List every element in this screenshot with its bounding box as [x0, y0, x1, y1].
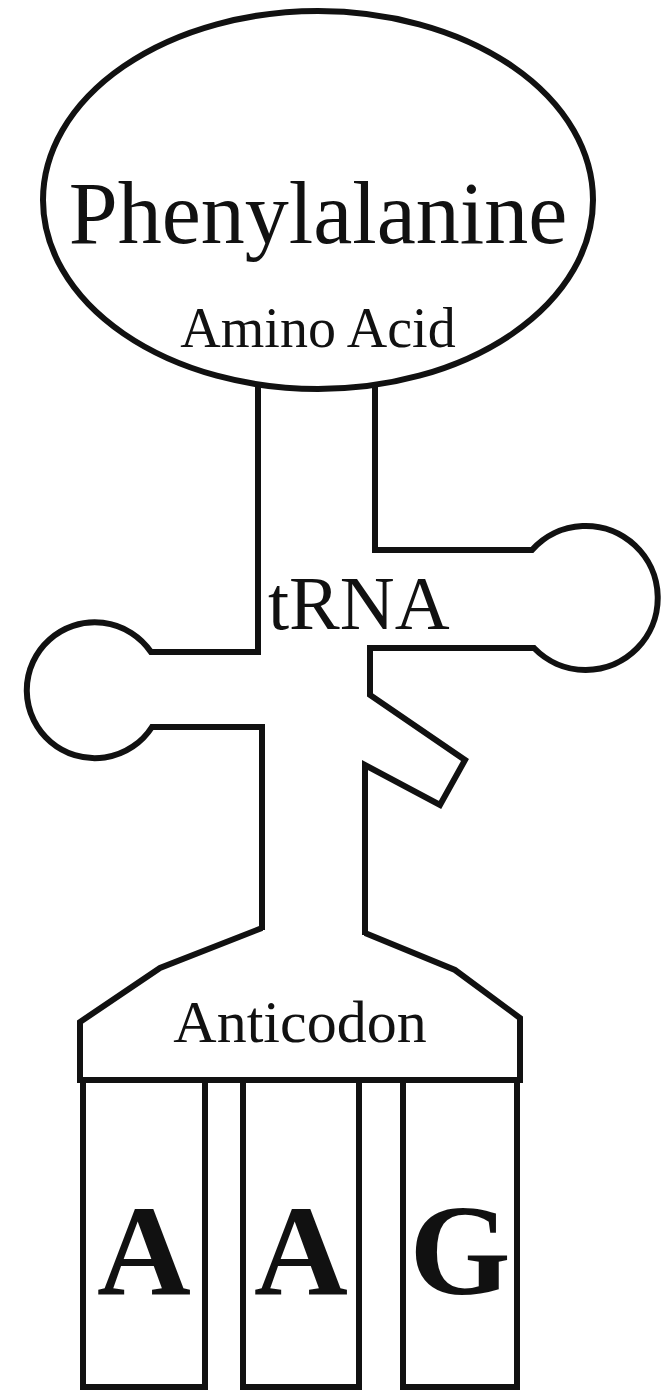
- amino-acid-name: Phenylalanine: [38, 170, 598, 258]
- base-letter: A: [86, 1185, 202, 1315]
- trna-body-path: [27, 386, 658, 935]
- anticodon-label: Anticodon: [70, 992, 530, 1052]
- base-letter: G: [406, 1185, 514, 1315]
- base-box: G: [400, 1077, 520, 1390]
- base-box: A: [240, 1077, 362, 1390]
- base-box: A: [80, 1077, 208, 1390]
- trna-body: tRNA: [0, 390, 671, 940]
- anticodon-region: Anticodon: [70, 920, 530, 1085]
- trna-body-outline: [0, 390, 671, 940]
- base-letter: A: [246, 1185, 356, 1315]
- amino-acid-ellipse: PhenylalanineAmino Acid: [38, 8, 598, 392]
- amino-acid-label: Amino Acid: [38, 300, 598, 356]
- trna-label: tRNA: [268, 565, 450, 641]
